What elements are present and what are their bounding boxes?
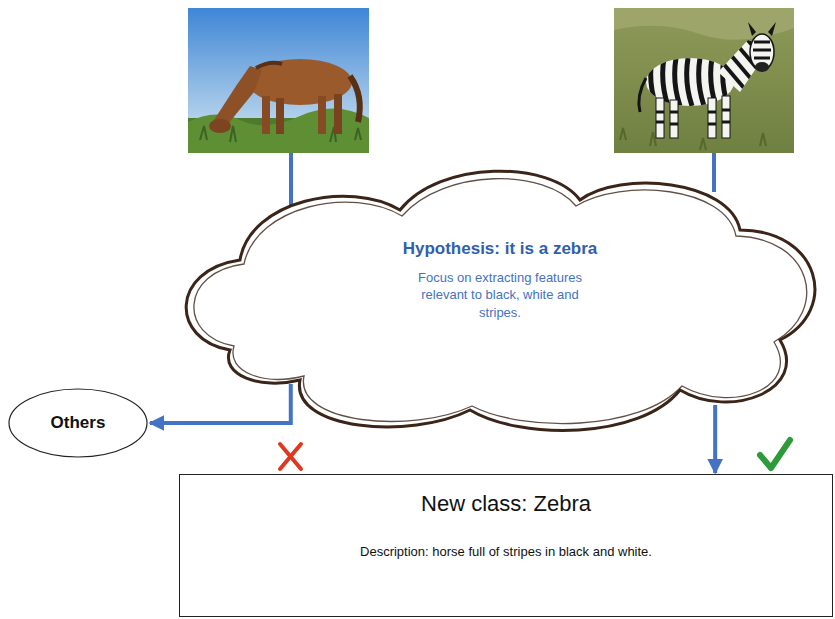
node-heading: Hypothesis: it is a zebra [340,238,660,261]
horse-photo [188,8,369,153]
text-group: Hypothesis: it is a zebraFocus on extrac… [170,238,830,322]
text-group: New class: ZebraDescription: horse full … [180,489,832,560]
others-ellipse: Others [8,388,148,458]
node-heading: Others [51,412,106,435]
class-box: New class: ZebraDescription: horse full … [179,474,833,617]
photo-link-line [289,153,293,212]
hypothesis-cloud: Hypothesis: it is a zebraFocus on extrac… [170,160,830,440]
node-body: Focus on extracting features relevant to… [400,269,600,322]
reject-cross [280,444,301,469]
node-body: Description: horse full of stripes in bl… [196,543,816,561]
node-heading: New class: Zebra [196,489,816,519]
photo-link-line [712,153,716,192]
text-group: Others [51,412,106,435]
accept-check [760,440,790,468]
flow-arrow [713,405,717,473]
zebra-photo [614,8,794,153]
flow-arrow [150,384,291,423]
